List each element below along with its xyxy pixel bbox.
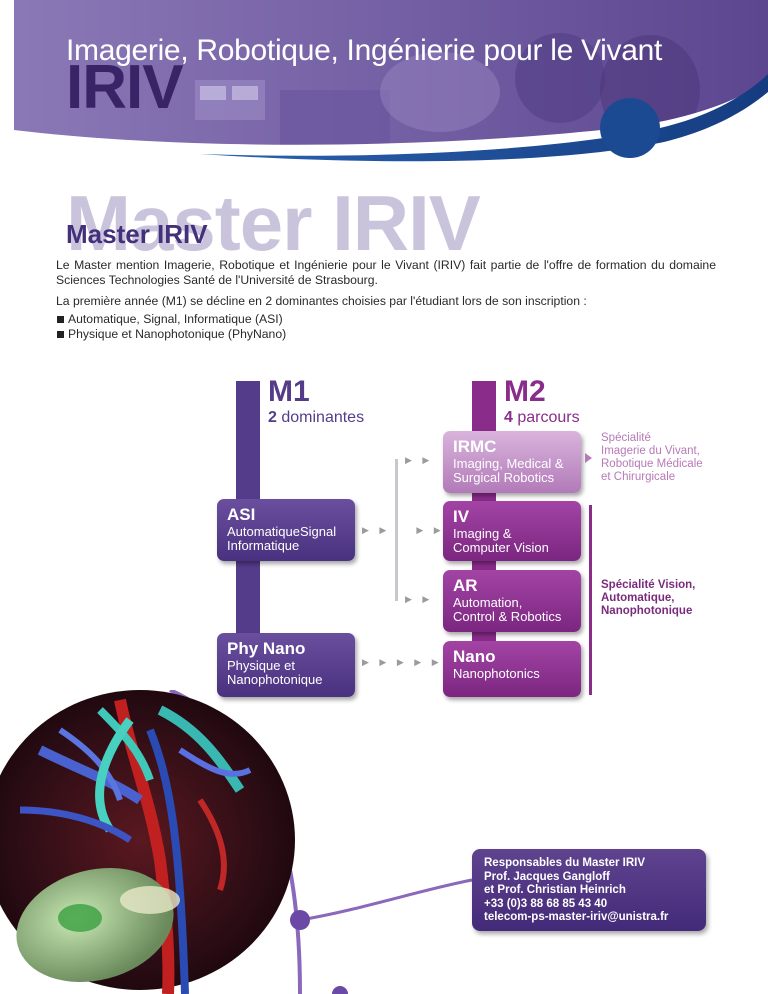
- box-desc: Imaging, Medical & Surgical Robotics: [453, 456, 564, 485]
- specialite-vision: Spécialité Vision, Automatique, Nanophot…: [601, 579, 696, 617]
- intro-paragraph-1: Le Master mention Imagerie, Robotique et…: [56, 258, 716, 287]
- box-title: AR: [453, 576, 478, 595]
- intro-bullets: Automatique, Signal, Informatique (ASI) …: [56, 312, 716, 342]
- medical-imaging-art: [0, 690, 473, 994]
- contact-email-link[interactable]: telecom-ps-master-iriv@unistra.fr: [484, 911, 669, 923]
- m2-title: M2: [504, 375, 546, 408]
- m1-title: M1: [268, 375, 310, 408]
- arrow-ar: ▶ ▶: [405, 594, 434, 604]
- box-title: IV: [453, 507, 470, 526]
- specialite-bracket: [589, 505, 592, 695]
- banner-logo: IRIV: [66, 53, 184, 122]
- box-title: Phy Nano: [227, 639, 306, 658]
- box-desc: AutomatiqueSignal Informatique: [227, 524, 337, 553]
- banner-title: Imagerie, Robotique, Ingénierie pour le …: [66, 34, 663, 67]
- banner-photo: [14, 0, 768, 170]
- box-desc: Automation, Control & Robotics: [453, 595, 562, 624]
- specialite-imagerie: Spécialité Imagerie du Vivant, Robotique…: [601, 432, 703, 483]
- intro-paragraph-2: La première année (M1) se décline en 2 d…: [56, 294, 587, 308]
- m2-box-nano: Nano Nanophotonics: [443, 641, 581, 697]
- intro-section: Le Master mention Imagerie, Robotique et…: [56, 258, 716, 342]
- box-desc: Imaging & Computer Vision: [453, 526, 549, 555]
- m2-box-irmc: IRMC Imaging, Medical & Surgical Robotic…: [443, 431, 581, 493]
- header-banner: IRIV Imagerie, Robotique, Ingénierie pou…: [0, 0, 768, 170]
- contact-phone[interactable]: +33 (0)3 88 68 85 43 40: [484, 897, 608, 910]
- box-title: ASI: [227, 505, 256, 524]
- contact-line: Prof. Jacques Gangloff: [484, 870, 610, 883]
- contact-line: et Prof. Christian Heinrich: [484, 884, 626, 896]
- specialite-arrow-icon: [585, 453, 592, 463]
- m1-box-asi: ASI AutomatiqueSignal Informatique: [217, 499, 355, 561]
- contact-box: Responsables du Master IRIV Prof. Jacque…: [472, 849, 706, 931]
- page-title: Master IRIV: [66, 219, 208, 249]
- m2-header: M2 4 parcours: [504, 377, 580, 427]
- bullet-item: Automatique, Signal, Informatique (ASI): [56, 312, 716, 327]
- m2-subtitle: 4 parcours: [504, 409, 580, 426]
- m2-box-ar: AR Automation, Control & Robotics: [443, 570, 581, 632]
- box-desc: Nanophotonics: [453, 666, 540, 681]
- box-title: IRMC: [453, 437, 497, 456]
- bullet-item: Physique et Nanophotonique (PhyNano): [56, 327, 716, 342]
- m2-box-iv: IV Imaging & Computer Vision: [443, 501, 581, 561]
- asi-connector: [395, 459, 398, 601]
- m1-subtitle: 2 dominantes: [268, 409, 365, 426]
- contact-line: Responsables du Master IRIV: [484, 857, 646, 869]
- arrow-irmc: ▶ ▶: [405, 455, 434, 465]
- heading-background-text: Master IRIV: [66, 179, 481, 267]
- arrow-asi-iv: ▶ ▶ ▶ ▶: [362, 525, 445, 535]
- arrow-nano: ▶ ▶ ▶ ▶ ▶: [362, 657, 443, 667]
- m1-box-phynano: Phy Nano Physique et Nanophotonique: [217, 633, 355, 697]
- box-title: Nano: [453, 647, 496, 666]
- box-desc: Physique et Nanophotonique: [227, 658, 323, 687]
- m1-header: M1 2 dominantes: [268, 377, 364, 427]
